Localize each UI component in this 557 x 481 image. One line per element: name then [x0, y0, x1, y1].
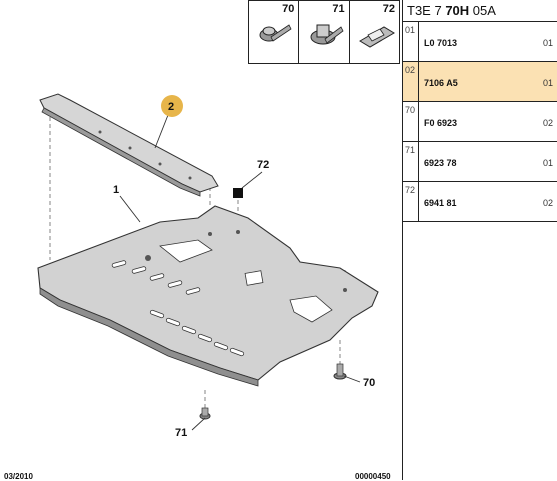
callout-2-badge — [161, 95, 183, 117]
part-number[interactable]: 7106 A5 — [424, 78, 458, 88]
parts-list-panel: T3E 7 70H 05A 01 L0 7013 01 02 7106 A5 0… — [402, 0, 557, 480]
part-number[interactable]: L0 7013 — [424, 38, 458, 48]
callout-71: 71 — [175, 427, 187, 439]
fastener-71 — [199, 407, 211, 420]
callout-2: 2 — [168, 101, 174, 113]
part-1-underbody-shield — [37, 205, 379, 387]
exploded-diagram: 1 2 72 70 71 — [37, 93, 379, 439]
row-ref: 70 — [403, 102, 419, 142]
diagram-reference: T3E 7 70H 05A — [403, 0, 557, 22]
callout-1: 1 — [113, 184, 119, 196]
row-ref: 71 — [403, 142, 419, 182]
thumbnail-72[interactable]: 72 — [350, 1, 399, 63]
thumbnail-70[interactable]: 70 — [249, 1, 300, 63]
part-number[interactable]: F0 6923 — [424, 118, 458, 128]
parts-row[interactable]: 71 6923 78 01 — [403, 142, 557, 182]
parts-row[interactable]: 72 6941 81 02 — [403, 182, 557, 222]
parts-row[interactable]: 01 L0 7013 01 — [403, 22, 557, 62]
callout-70: 70 — [363, 377, 375, 389]
quantity: 01 — [542, 78, 553, 88]
footer-date: 03/2010 — [4, 472, 33, 481]
quantity: 01 — [542, 38, 553, 48]
quantity: 01 — [542, 158, 553, 168]
part-2-side-guard — [39, 93, 219, 197]
thumbnail-number: 71 — [332, 3, 345, 15]
thumbnail-number: 70 — [282, 3, 295, 15]
clip-icon — [358, 26, 395, 48]
bolt-icon — [259, 24, 292, 42]
part-number[interactable]: 6923 78 — [424, 158, 457, 168]
fastener-70 — [333, 363, 347, 380]
parts-row[interactable]: 70 F0 6923 02 — [403, 102, 557, 142]
thumbnail-71[interactable]: 71 — [299, 1, 350, 63]
thumbnail-number: 72 — [382, 3, 395, 15]
quantity: 02 — [542, 198, 553, 208]
row-ref: 72 — [403, 182, 419, 222]
clip-72 — [233, 188, 243, 198]
footer-code: 00000450 — [355, 472, 391, 481]
row-ref: 01 — [403, 22, 419, 62]
flange-screw-icon — [310, 24, 344, 45]
parts-row-selected[interactable]: 02 7106 A5 01 — [403, 62, 557, 102]
quantity: 02 — [542, 118, 553, 128]
callout-72: 72 — [257, 159, 269, 171]
fastener-thumbnails: 70 71 72 — [248, 0, 400, 64]
row-ref: 02 — [403, 62, 419, 102]
part-number[interactable]: 6941 81 — [424, 198, 457, 208]
